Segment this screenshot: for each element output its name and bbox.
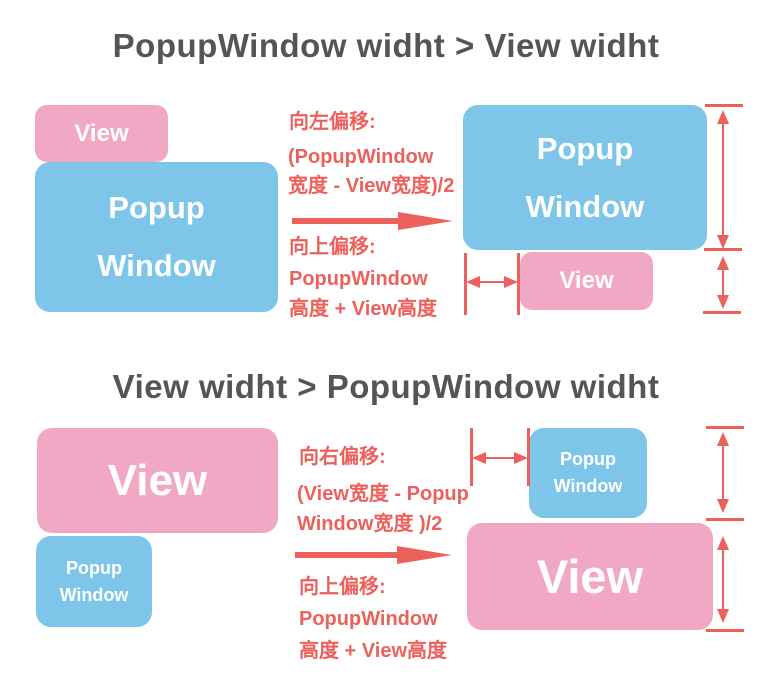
arrow-head-left <box>472 452 486 464</box>
horizontal-measure-arrow-icon <box>466 276 518 288</box>
popup-label-line1: Popup <box>536 130 634 166</box>
arrow-shaft <box>721 544 724 615</box>
view-label: View <box>107 455 208 505</box>
measure-tick <box>706 426 744 429</box>
s2-left-view-box: View <box>37 428 278 533</box>
measure-guide-line <box>527 428 530 486</box>
measure-tick <box>703 311 741 314</box>
view-label: View <box>536 550 644 603</box>
measure-tick <box>706 629 744 632</box>
vertical-measure-arrow-icon <box>717 256 729 309</box>
measure-guide-line <box>464 253 467 315</box>
view-label: View <box>559 267 614 294</box>
arrow-head-right <box>514 452 528 464</box>
arrow-shaft <box>292 218 403 224</box>
horizontal-measure-arrow-icon <box>472 452 528 464</box>
arrow-shaft <box>295 552 402 558</box>
s2-offset-right-note-line3: Window宽度 )/2 <box>297 513 443 535</box>
arrow-shaft <box>721 440 724 505</box>
arrow-head-down <box>717 609 729 623</box>
right-arrow-icon <box>292 212 453 230</box>
s1-left-popup-window-box: Popup Window <box>35 162 278 312</box>
arrow-head <box>397 546 452 564</box>
s1-offset-up-note-line3: 高度 + View高度 <box>289 298 438 320</box>
s1-offset-left-note-line1: 向左偏移: <box>289 111 376 133</box>
s2-right-view-box: View <box>467 523 713 630</box>
measure-guide-line <box>517 253 520 315</box>
measure-tick <box>705 104 743 107</box>
popup-label-line1: Popup <box>66 557 122 578</box>
s2-left-popup-window-box: Popup Window <box>36 536 152 627</box>
arrow-head-down <box>717 295 729 309</box>
section2-title: View widht > PopupWindow widht <box>112 368 660 405</box>
s1-right-popup-window-box: Popup Window <box>463 105 707 250</box>
popup-label-line2: Window <box>97 248 216 283</box>
s2-offset-up-note-line3: 高度 + View高度 <box>299 640 448 662</box>
arrow-head <box>398 212 453 230</box>
measure-guide-line <box>470 428 473 486</box>
s1-left-view-box: View <box>35 105 168 162</box>
arrow-head-left <box>466 276 480 288</box>
measure-tick <box>706 518 744 521</box>
s1-offset-left-note-line3: 宽度 - View宽度)/2 <box>288 175 455 197</box>
arrow-head-up <box>717 110 729 124</box>
right-arrow-icon <box>295 546 452 564</box>
vertical-measure-arrow-icon <box>717 432 729 513</box>
vertical-measure-arrow-icon <box>717 536 729 623</box>
s2-offset-up-note-line2: PopupWindow <box>299 608 438 630</box>
arrow-head-up <box>717 256 729 270</box>
arrow-head-down <box>717 235 729 249</box>
s2-offset-right-note-line2: (View宽度 - Popup <box>297 483 469 505</box>
s1-right-view-box: View <box>520 252 653 310</box>
popup-label-line1: Popup <box>560 449 616 469</box>
s2-offset-up-note-line1: 向上偏移: <box>299 576 386 598</box>
arrow-shaft <box>721 264 724 301</box>
arrow-head-right <box>504 276 518 288</box>
view-label: View <box>74 119 129 147</box>
s1-offset-up-note-line2: PopupWindow <box>289 268 428 290</box>
popup-label-line2: Window <box>553 476 623 496</box>
popup-label-line1: Popup <box>108 190 205 225</box>
measure-tick <box>704 248 742 251</box>
arrow-shaft <box>480 456 520 459</box>
arrow-shaft <box>474 280 510 283</box>
s2-right-popup-window-box: Popup Window <box>529 428 647 518</box>
s1-offset-up-note-line1: 向上偏移: <box>289 236 376 258</box>
arrow-head-down <box>717 499 729 513</box>
vertical-measure-arrow-icon <box>717 110 729 249</box>
arrow-head-up <box>717 432 729 446</box>
popup-label-line2: Window <box>525 188 645 224</box>
s2-offset-right-note-line1: 向右偏移: <box>299 446 386 468</box>
arrow-shaft <box>721 118 724 241</box>
s1-offset-left-note-line2: (PopupWindow <box>288 146 434 168</box>
popup-label-line2: Window <box>59 584 129 605</box>
arrow-head-up <box>717 536 729 550</box>
section1-title: PopupWindow widht > View widht <box>112 27 660 64</box>
